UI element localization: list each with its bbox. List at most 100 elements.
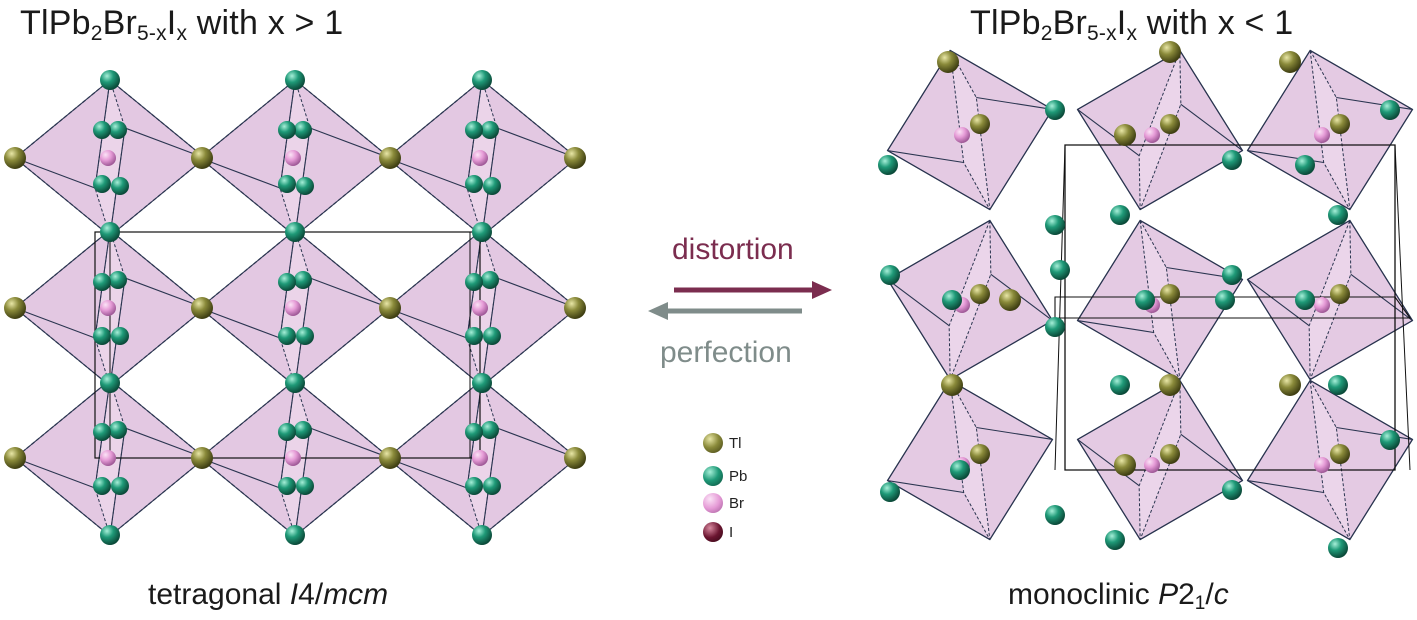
br-atom bbox=[100, 300, 116, 316]
tl-atom bbox=[564, 297, 586, 319]
octahedron-edge bbox=[109, 457, 206, 537]
tl-atom bbox=[1159, 41, 1181, 63]
br-atom bbox=[1144, 457, 1160, 473]
pb-atom bbox=[878, 155, 898, 175]
octahedron-edge bbox=[989, 109, 1053, 210]
pb-atom bbox=[1328, 538, 1348, 558]
pb-atom bbox=[109, 121, 127, 139]
monoclinic-structure-diagram bbox=[878, 41, 1414, 558]
octahedron-edge bbox=[14, 307, 111, 387]
tl-atom bbox=[564, 147, 586, 169]
tl-atom bbox=[1160, 444, 1180, 464]
octahedron-edge bbox=[481, 157, 578, 237]
pb-atom bbox=[285, 222, 305, 242]
octahedron-edge bbox=[1349, 439, 1413, 540]
octahedron-edge bbox=[199, 457, 281, 489]
octahedron-edge bbox=[989, 220, 1053, 321]
tl-atom bbox=[970, 284, 990, 304]
octahedron-edge bbox=[386, 157, 468, 189]
octahedron-edge bbox=[1077, 439, 1141, 540]
octahedron-edge bbox=[199, 157, 281, 189]
tl-atom bbox=[1279, 374, 1301, 396]
tl-atom bbox=[4, 147, 26, 169]
i-atom-sphere-icon bbox=[703, 522, 723, 542]
octahedron-edge bbox=[496, 277, 578, 309]
br-atom bbox=[1314, 297, 1330, 313]
tilted-octahedron bbox=[886, 379, 1054, 541]
octahedron-edge bbox=[1309, 49, 1413, 110]
tl-atom bbox=[1114, 124, 1136, 146]
octahedron-edge bbox=[386, 79, 483, 159]
tl-atom bbox=[379, 147, 401, 169]
pb-atom bbox=[111, 177, 129, 195]
pb-atom bbox=[1110, 205, 1130, 225]
tilted-octahedron bbox=[1076, 379, 1244, 541]
octahedron-edge bbox=[14, 379, 111, 459]
tl-atom bbox=[1330, 444, 1350, 464]
pb-atom bbox=[1295, 290, 1315, 310]
pb-atom bbox=[1045, 317, 1065, 337]
pb-atom bbox=[1222, 480, 1242, 500]
distortion-label: distortion bbox=[672, 233, 794, 266]
octahedron-edge bbox=[14, 79, 111, 159]
octahedron-edge bbox=[386, 307, 483, 387]
br-atom bbox=[954, 127, 970, 143]
br-atom bbox=[100, 450, 116, 466]
octahedron-edge bbox=[109, 307, 206, 387]
octahedron-edge bbox=[1180, 433, 1243, 482]
tl-atom bbox=[970, 444, 990, 464]
octahedron-edge bbox=[887, 150, 964, 164]
tl-atom bbox=[1160, 114, 1180, 134]
pb-atom bbox=[100, 373, 120, 393]
unit-cell-edge bbox=[1054, 144, 1066, 471]
pb-atom bbox=[1045, 100, 1065, 120]
pb-atom bbox=[472, 525, 492, 545]
octahedron-edge bbox=[199, 307, 296, 387]
pb-atom bbox=[294, 121, 312, 139]
pb-atom bbox=[278, 121, 296, 139]
pb-atom bbox=[278, 327, 296, 345]
octahedron-edge bbox=[386, 307, 468, 339]
octahedron-edge bbox=[887, 279, 951, 380]
br-atom bbox=[1314, 457, 1330, 473]
pb-atom bbox=[481, 421, 499, 439]
tl-atom bbox=[999, 289, 1021, 311]
octahedron-edge bbox=[1077, 109, 1141, 210]
octahedron-edge bbox=[124, 127, 206, 159]
octahedron-edge bbox=[14, 229, 111, 309]
octahedron-edge bbox=[481, 229, 578, 309]
caption-left: tetragonal I4/mcm bbox=[148, 578, 389, 611]
legend-item-i: I bbox=[703, 521, 733, 543]
octahedron-edge bbox=[199, 457, 296, 537]
octahedron-edge bbox=[14, 157, 111, 237]
pb-atom bbox=[1295, 155, 1315, 175]
tl-atom bbox=[937, 51, 959, 73]
pb-atom bbox=[100, 222, 120, 242]
tl-atom bbox=[970, 114, 990, 134]
octahedron-edge bbox=[1179, 380, 1243, 481]
tl-atom bbox=[4, 447, 26, 469]
octahedron-edge bbox=[199, 79, 296, 159]
pb-atom bbox=[285, 373, 305, 393]
octahedron-edge bbox=[1077, 320, 1181, 381]
pb-atom bbox=[93, 327, 111, 345]
perfection-label: perfection bbox=[660, 336, 792, 369]
pb-atom bbox=[1222, 150, 1242, 170]
pb-atom bbox=[278, 175, 296, 193]
octahedron-edge bbox=[496, 127, 578, 159]
pb-atom bbox=[278, 477, 296, 495]
br-atom bbox=[285, 450, 301, 466]
octahedron-edge bbox=[887, 150, 991, 211]
octahedron-edge bbox=[1336, 96, 1413, 110]
pb-atom bbox=[93, 477, 111, 495]
tl-atom bbox=[1279, 51, 1301, 73]
octahedron-edge bbox=[1247, 480, 1324, 494]
pb-atom bbox=[465, 175, 483, 193]
octahedron-edge bbox=[1077, 320, 1154, 334]
octahedron-edge bbox=[949, 49, 1053, 110]
pb-atom bbox=[880, 265, 900, 285]
pb-atom bbox=[472, 70, 492, 90]
tl-atom bbox=[1330, 284, 1350, 304]
octahedron-edge bbox=[1077, 108, 1140, 157]
pb-atom bbox=[296, 177, 314, 195]
